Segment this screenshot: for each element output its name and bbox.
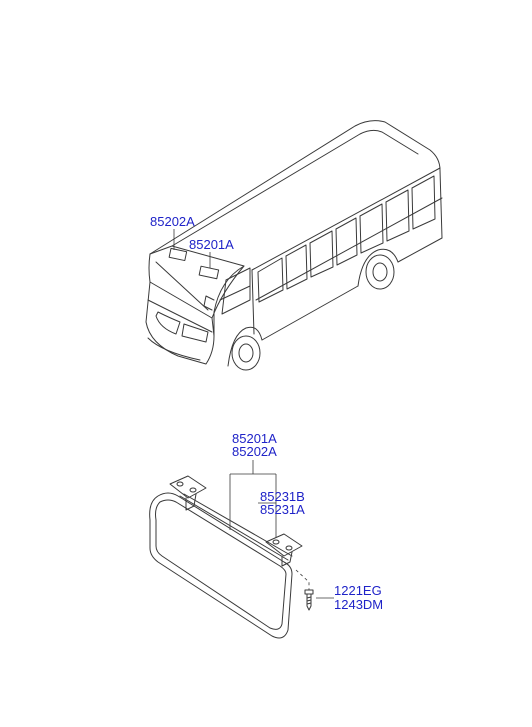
callout-sun-visor-lh[interactable]: 85201A	[189, 237, 234, 252]
callout-screw-2[interactable]: 1243DM	[334, 597, 384, 612]
callout-visor-assembly-1[interactable]: 85201A	[232, 431, 277, 446]
leader-line-screw	[295, 569, 310, 590]
callout-retainer-1[interactable]: 85231B	[260, 489, 305, 504]
callout-visor-assembly-2[interactable]: 85202A	[232, 444, 277, 459]
callout-retainer-2[interactable]: 85231A	[260, 502, 305, 517]
callout-sun-visor-rh[interactable]: 85202A	[150, 214, 195, 229]
callout-screw-1[interactable]: 1221EG	[334, 583, 382, 598]
leader-line-visor-assembly	[229, 460, 277, 538]
van-illustration	[145, 120, 443, 371]
sun-visor-illustration	[149, 475, 314, 639]
